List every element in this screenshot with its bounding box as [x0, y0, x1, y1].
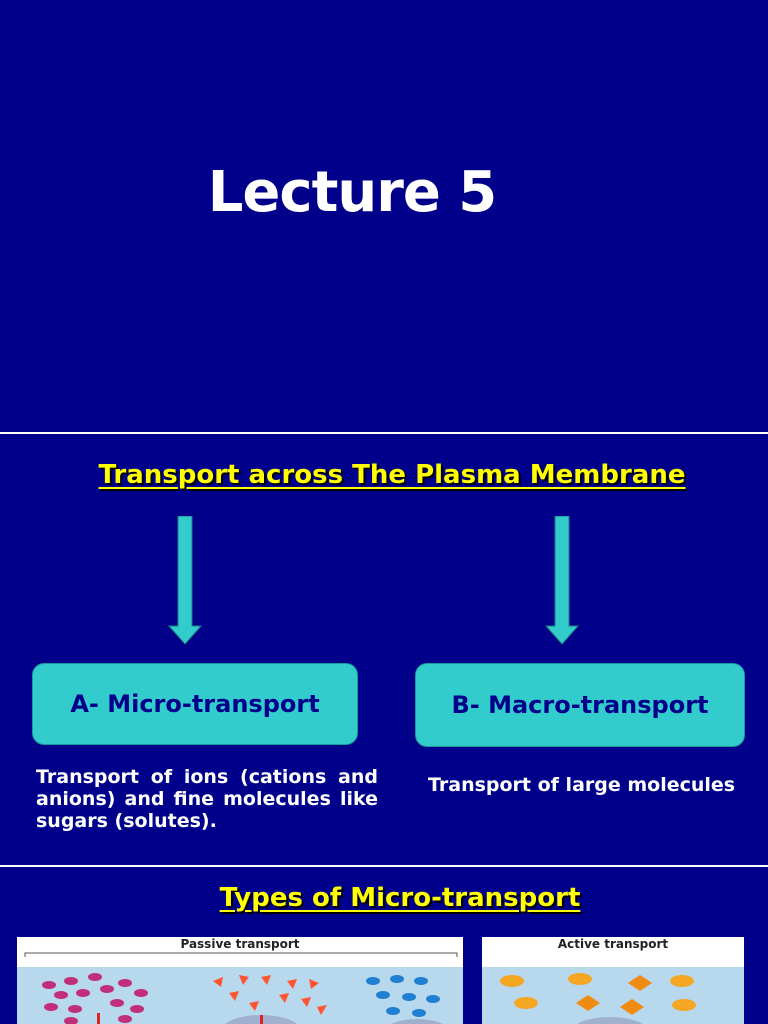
passive-transport-label: Passive transport: [180, 937, 300, 951]
micro-transport-types-slide: Types of Micro-transport: [0, 867, 768, 1024]
down-arrow-icon: [167, 516, 203, 645]
passive-transport-illustration: [17, 952, 463, 1024]
macro-transport-label: B- Macro-transport: [451, 691, 709, 719]
slide-heading: Types of Micro-transport: [219, 883, 581, 913]
active-transport-figure: Active transport: [482, 937, 744, 1024]
active-transport-illustration: [482, 967, 744, 1024]
micro-transport-box: A- Micro-transport: [32, 663, 358, 745]
down-arrow-icon: [544, 516, 580, 645]
active-transport-label: Active transport: [557, 937, 669, 951]
passive-transport-figure: Passive transport: [17, 937, 463, 1024]
lecture-title: Lecture 5: [207, 160, 498, 225]
micro-transport-description: Transport of ions (cations and anions) a…: [36, 766, 378, 832]
macro-transport-description: Transport of large molecules: [428, 774, 736, 796]
micro-transport-label: A- Micro-transport: [70, 690, 320, 718]
transport-overview-slide: Transport across The Plasma Membrane A- …: [0, 434, 768, 865]
macro-transport-box: B- Macro-transport: [415, 663, 745, 747]
title-slide: Lecture 5: [0, 0, 768, 432]
slide-heading: Transport across The Plasma Membrane: [98, 460, 686, 490]
